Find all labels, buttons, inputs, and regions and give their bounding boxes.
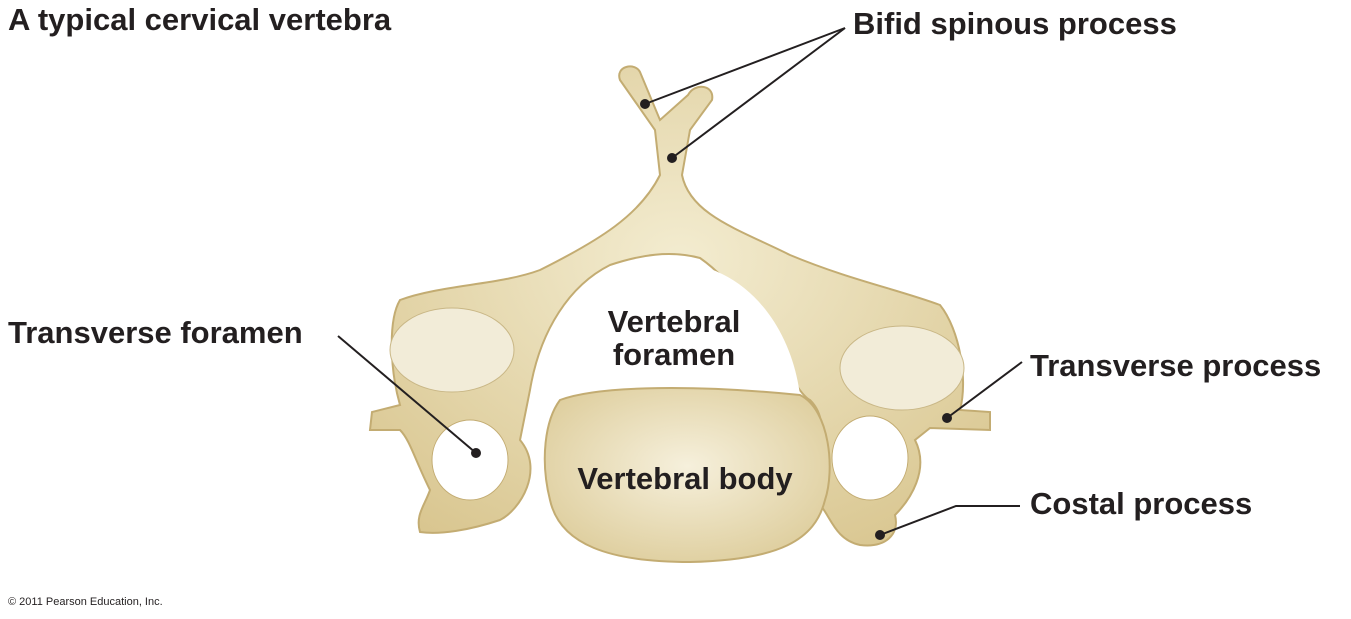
label-vertebral-foramen-line2: foramen bbox=[612, 337, 736, 373]
label-vertebral-foramen-line1: Vertebral bbox=[607, 304, 741, 339]
left-articular-facet bbox=[389, 307, 515, 393]
label-transverse-process: Transverse process bbox=[1030, 348, 1322, 383]
copyright: © 2011 Pearson Education, Inc. bbox=[8, 596, 163, 608]
label-costal-process: Costal process bbox=[1030, 486, 1253, 521]
right-articular-facet bbox=[839, 325, 965, 411]
label-bifid-spinous-process: Bifid spinous process bbox=[853, 6, 1177, 41]
page-title: A typical cervical vertebra bbox=[8, 2, 392, 37]
left-transverse-foramen bbox=[431, 419, 509, 501]
label-transverse-foramen: Transverse foramen bbox=[8, 315, 303, 350]
label-vertebral-body: Vertebral body bbox=[577, 461, 793, 496]
leader-lines bbox=[337, 27, 1023, 540]
right-transverse-foramen bbox=[831, 415, 909, 501]
label-vertebral-foramen: Vertebral foramen bbox=[574, 305, 774, 372]
vertebral-foramen bbox=[545, 262, 800, 395]
vertebral-body bbox=[543, 387, 831, 564]
